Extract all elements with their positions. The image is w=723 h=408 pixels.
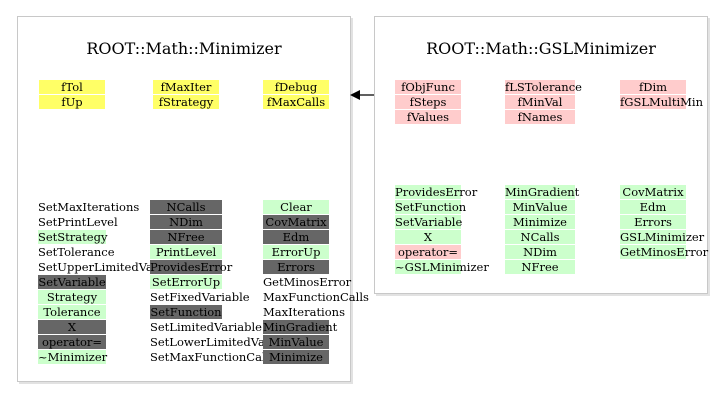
method: MinGradient <box>263 320 338 334</box>
method: MaxIterations <box>263 305 345 319</box>
method: SetFunction <box>395 200 467 214</box>
data-member: fGSLMultiMin <box>620 95 703 109</box>
method: NFree <box>505 260 575 274</box>
method: ErrorUp <box>263 245 329 259</box>
method: NCalls <box>150 200 222 214</box>
method: Strategy <box>38 290 106 304</box>
data-member: fMinVal <box>505 95 575 109</box>
method: GSLMinimizer <box>620 230 705 244</box>
method: SetTolerance <box>38 245 115 259</box>
method: SetPrintLevel <box>38 215 118 229</box>
method: SetMaxFunctionCalls <box>150 350 276 364</box>
method: operator= <box>38 335 106 349</box>
method: SetStrategy <box>38 230 108 244</box>
method: SetLowerLimitedVariable <box>150 335 299 349</box>
method: CovMatrix <box>620 185 686 199</box>
method: Edm <box>620 200 686 214</box>
method: NDim <box>150 215 222 229</box>
method: SetUpperLimitedVariable <box>38 260 187 274</box>
method: Tolerance <box>38 305 106 319</box>
data-member: fMaxIter <box>153 80 219 94</box>
data-member: fTol <box>39 80 105 94</box>
method: PrintLevel <box>150 245 222 259</box>
minimizer-class-title: ROOT::Math::Minimizer <box>86 39 282 58</box>
method: operator= <box>395 245 461 259</box>
method: SetFixedVariable <box>150 290 250 304</box>
method: NDim <box>505 245 575 259</box>
method: Minimize <box>263 350 329 364</box>
method: SetVariable <box>395 215 463 229</box>
data-member: fValues <box>395 110 461 124</box>
method: ~GSLMinimizer <box>395 260 489 274</box>
data-member: fNames <box>505 110 575 124</box>
method: MaxFunctionCalls <box>263 290 369 304</box>
data-member: fLSTolerance <box>505 80 582 94</box>
method: X <box>38 320 106 334</box>
method: SetErrorUp <box>150 275 222 289</box>
data-member: fUp <box>39 95 105 109</box>
method: SetMaxIterations <box>38 200 140 214</box>
method: SetFunction <box>150 305 222 319</box>
method: GetMinosError <box>263 275 352 289</box>
method: Clear <box>263 200 329 214</box>
data-member: fMaxCalls <box>263 95 329 109</box>
inheritance-arrow-head <box>350 90 360 100</box>
method: MinValue <box>505 200 575 214</box>
method: MinValue <box>263 335 329 349</box>
data-member: fObjFunc <box>395 80 461 94</box>
gsl-minimizer-class-title: ROOT::Math::GSLMinimizer <box>426 39 656 58</box>
method: SetLimitedVariable <box>150 320 262 334</box>
data-member: fSteps <box>395 95 461 109</box>
method: NFree <box>150 230 222 244</box>
method: SetVariable <box>38 275 106 289</box>
method: NCalls <box>505 230 575 244</box>
method: ~Minimizer <box>38 350 108 364</box>
data-member: fStrategy <box>153 95 219 109</box>
method: Errors <box>263 260 329 274</box>
method: MinGradient <box>505 185 580 199</box>
data-member: fDim <box>620 80 686 94</box>
method: ProvidesError <box>150 260 233 274</box>
method: Minimize <box>505 215 575 229</box>
method: Errors <box>620 215 686 229</box>
method: ProvidesError <box>395 185 478 199</box>
method: Edm <box>263 230 329 244</box>
method: CovMatrix <box>263 215 329 229</box>
data-member: fDebug <box>263 80 329 94</box>
method: GetMinosError <box>620 245 709 259</box>
inheritance-arrow <box>350 90 374 100</box>
method: X <box>395 230 461 244</box>
